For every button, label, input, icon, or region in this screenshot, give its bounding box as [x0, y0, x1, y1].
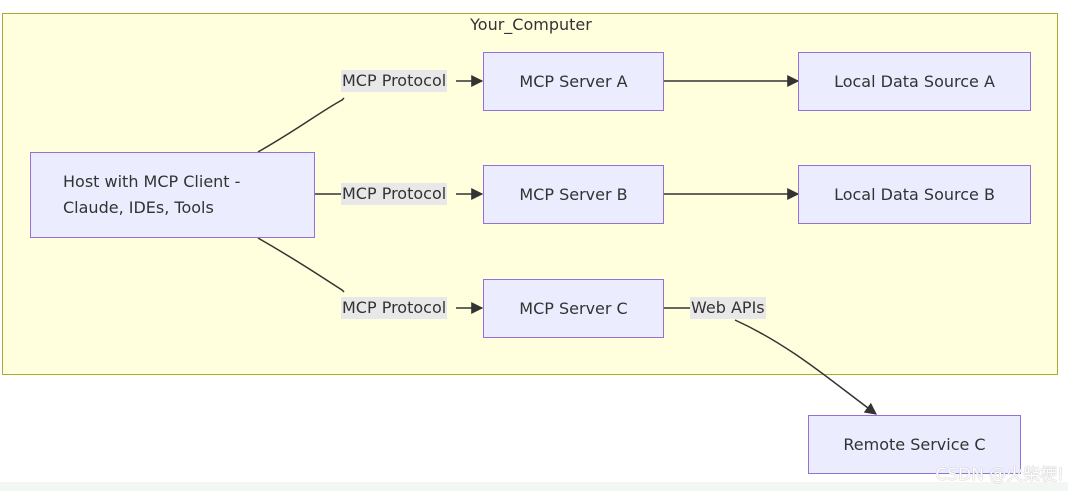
edge-label-host-to-a: MCP Protocol — [341, 70, 448, 92]
node-server-c: MCP Server C — [483, 279, 664, 338]
node-server-a: MCP Server A — [483, 52, 664, 111]
node-local-data-b: Local Data Source B — [798, 165, 1031, 224]
node-remote-service-c: Remote Service C — [808, 415, 1021, 474]
node-host-line2: Claude, IDEs, Tools — [63, 198, 214, 217]
edge-host-to-server-a — [257, 97, 345, 153]
edge-label-c-to-remote: Web APIs — [690, 297, 766, 319]
watermark: CSDN @火柴梗! — [935, 465, 1064, 485]
node-host-line1: Host with MCP Client - — [63, 172, 241, 191]
node-server-b: MCP Server B — [483, 165, 664, 224]
node-host: Host with MCP Client - Claude, IDEs, Too… — [30, 152, 315, 238]
node-local-data-a: Local Data Source A — [798, 52, 1031, 111]
bottom-band — [0, 482, 1068, 491]
cluster-title: Your_Computer — [470, 15, 592, 34]
edge-host-to-server-c — [257, 237, 345, 293]
edge-label-host-to-c: MCP Protocol — [341, 297, 448, 319]
edge-server-c-to-remote-tail — [734, 319, 877, 415]
edge-label-host-to-b: MCP Protocol — [341, 183, 448, 205]
